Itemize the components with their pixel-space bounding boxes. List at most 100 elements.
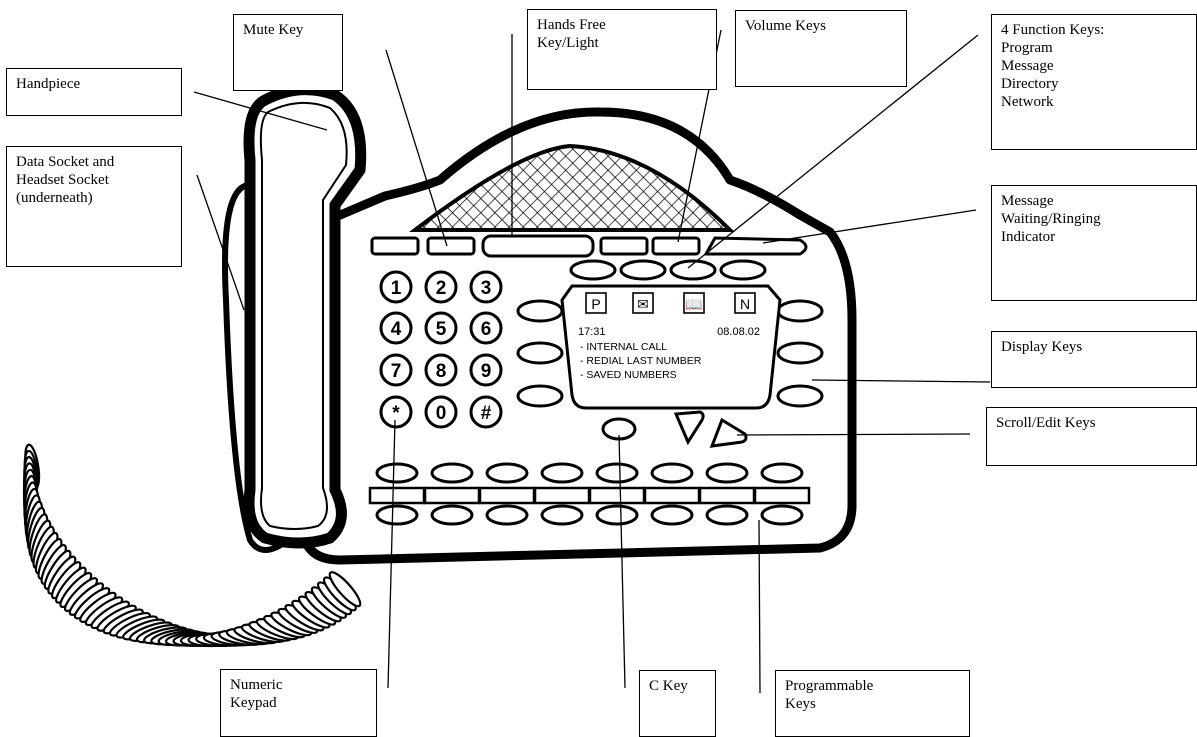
keypad-key: 5 [424,311,458,345]
keypad-key: * [379,395,413,429]
keypad-key-label: 3 [481,278,492,299]
programmable-key-top [650,462,694,484]
scroll-key-right [709,417,748,448]
keypad-key-label: # [481,403,492,424]
callout-line: Scroll/Edit Keys [996,415,1096,431]
callout-line: C Key [649,678,688,694]
function-icon-label: 📖 [685,296,702,312]
function-key [569,259,617,281]
callout-line: Directory [1001,76,1059,92]
screen-line-1: - INTERNAL CALL [580,341,667,353]
keypad-key-label: 4 [391,319,402,340]
function-icon: N [734,292,756,314]
callout-line: Keypad [230,695,277,711]
scroll-key-left [673,410,705,446]
display-key-left-2 [516,341,564,365]
callout-line: Headset Socket [16,172,109,188]
callout-line: (underneath) [16,190,93,206]
keypad-key: 7 [379,353,413,387]
lcd-display: P✉📖N 17:31 08.08.02 - INTERNAL CALL - RE… [560,284,782,410]
programmable-key-bottom [375,504,419,526]
keypad-key-label: 8 [436,361,447,382]
programmable-key-strip [533,486,591,505]
function-icon-label: P [591,296,600,312]
callout-c-key: C Key [639,670,716,737]
callout-line: Program [1001,40,1053,56]
keypad-key-label: 2 [436,278,447,299]
cord-coil [328,571,362,608]
leader-data-socket [196,174,245,311]
display-key-right-3 [776,384,824,408]
screen-line-3: - SAVED NUMBERS [580,369,677,381]
handpiece-outline [259,101,348,530]
top-key [370,236,420,256]
handpiece [243,84,367,549]
keypad-key-label: 5 [436,319,447,340]
function-key [719,259,767,281]
callout-line: Numeric [230,677,283,693]
function-icon: P [585,292,607,314]
programmable-key-strip [423,486,481,505]
function-icon-label: ✉ [637,296,649,312]
screen-date: 08.08.02 [717,326,760,338]
callout-line: Network [1001,94,1054,110]
callout-line: Handpiece [16,76,81,92]
volume-key-down [599,236,649,256]
display-key-left-1 [516,299,564,323]
callout-line: Indicator [1001,229,1056,245]
callout-line: Data Socket and [16,154,115,170]
message-waiting-indicator [703,236,808,256]
programmable-key-top [595,462,639,484]
keypad-key-label: 9 [481,361,492,382]
keypad-key-label: 6 [481,319,492,340]
programmable-keys [368,462,811,526]
programmable-key-bottom [540,504,584,526]
function-icon: ✉ [632,292,654,314]
callout-line: 4 Function Keys: [1001,22,1105,38]
callout-line: Message [1001,58,1054,74]
programmable-key-strip [643,486,701,505]
callout-lines [193,29,991,694]
numeric-keypad: 1 2 3 4 5 6 7 8 9 * 0 # [379,270,503,429]
leader-message-waiting [762,209,977,244]
handset-cord-loop [222,182,290,553]
keypad-key: 1 [379,270,413,304]
keypad-key-label: 1 [391,278,402,299]
function-icons: P ✉ 📖 N [585,292,756,314]
keypad-key: # [469,395,503,429]
programmable-key-bottom [595,504,639,526]
callout-line: Hands Free [537,17,606,33]
programmable-key-bottom [650,504,694,526]
callout-scroll-edit: Scroll/Edit Keys [986,407,1197,466]
leader-scroll-edit [736,433,971,436]
speaker-grill [409,143,735,232]
leader-display-keys [811,379,991,383]
display-key-right-1 [776,299,824,323]
programmable-key-top [485,462,529,484]
leader-numeric-keypad [387,419,396,689]
keypad-key: 0 [424,395,458,429]
programmable-key-strip [753,486,811,505]
programmable-key-top [540,462,584,484]
callout-mute-key: Mute Key [233,14,343,91]
keypad-key: 3 [469,270,503,304]
programmable-key-bottom [705,504,749,526]
leader-programmable [758,519,761,694]
keypad-key: 9 [469,353,503,387]
mute-key [426,236,476,256]
keypad-key-label: * [392,403,400,424]
callout-line: Display Keys [1001,339,1083,355]
leader-c-key [618,434,626,689]
function-key-row [569,259,767,281]
leader-mute [385,49,448,247]
programmable-key-top [760,462,804,484]
callout-line: Waiting/Ringing [1001,211,1101,227]
